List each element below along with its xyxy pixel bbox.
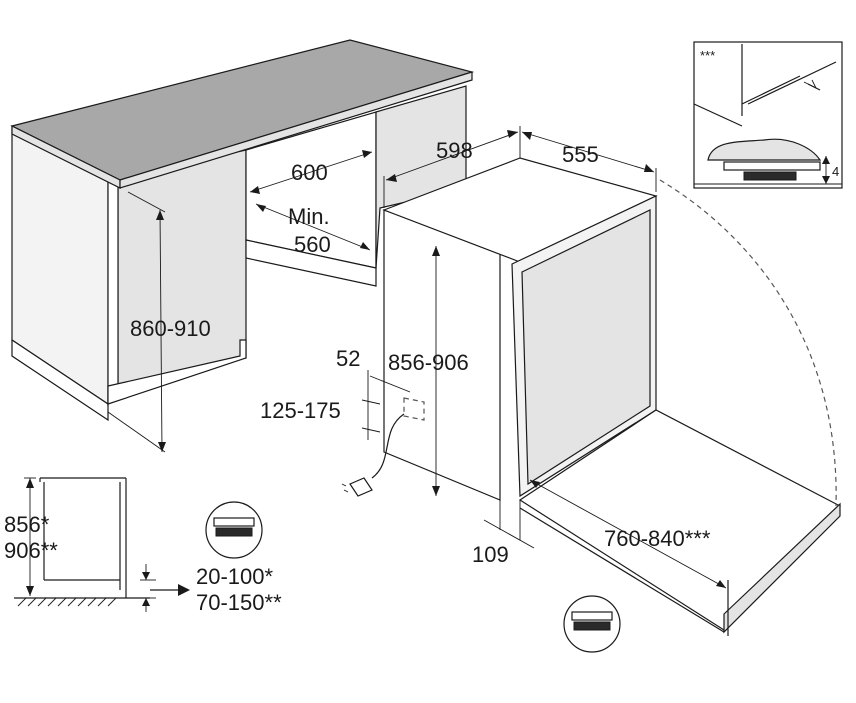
niche-min-width-line bbox=[255, 203, 371, 251]
inset-height-label: 4 bbox=[832, 164, 839, 179]
inset-marker-label: *** bbox=[700, 48, 715, 63]
appliance-depth-line bbox=[521, 131, 655, 173]
floor-hatch bbox=[17, 597, 117, 607]
connection-zone bbox=[341, 370, 425, 497]
side-height-b-label: 906** bbox=[4, 538, 58, 563]
appliance-depth-label: 555 bbox=[562, 142, 599, 167]
niche-height-label: 860-910 bbox=[130, 316, 211, 341]
kitchen-cabinet bbox=[10, 39, 475, 453]
dishwasher-body bbox=[382, 157, 841, 636]
plinth-depth-label: 109 bbox=[472, 542, 509, 567]
connection-height-label: 125-175 bbox=[260, 398, 341, 423]
niche-width-label: 600 bbox=[291, 160, 328, 185]
niche-min-label: Min. bbox=[288, 204, 330, 229]
door-swing-line bbox=[529, 479, 727, 589]
plinth-range-a-label: 20-100* bbox=[196, 564, 274, 589]
appliance-width-label: 598 bbox=[436, 138, 473, 163]
plinth-detail-icon bbox=[205, 501, 263, 559]
appliance-height-label: 856-906 bbox=[388, 350, 469, 375]
plinth-depth-line bbox=[483, 519, 535, 549]
side-height-a-label: 856* bbox=[4, 512, 50, 537]
appliance-width-line bbox=[385, 131, 519, 181]
side-section bbox=[14, 477, 190, 612]
door-swing-label: 760-840*** bbox=[604, 526, 711, 551]
niche-min-width-label: 560 bbox=[294, 232, 331, 257]
niche-width-line bbox=[249, 151, 373, 193]
door-hinge-detail-icon bbox=[563, 595, 621, 653]
inset-detail: *** 4 bbox=[693, 41, 843, 189]
plinth-range-b-label: 70-150** bbox=[196, 590, 282, 615]
connection-offset-label: 52 bbox=[336, 346, 360, 371]
